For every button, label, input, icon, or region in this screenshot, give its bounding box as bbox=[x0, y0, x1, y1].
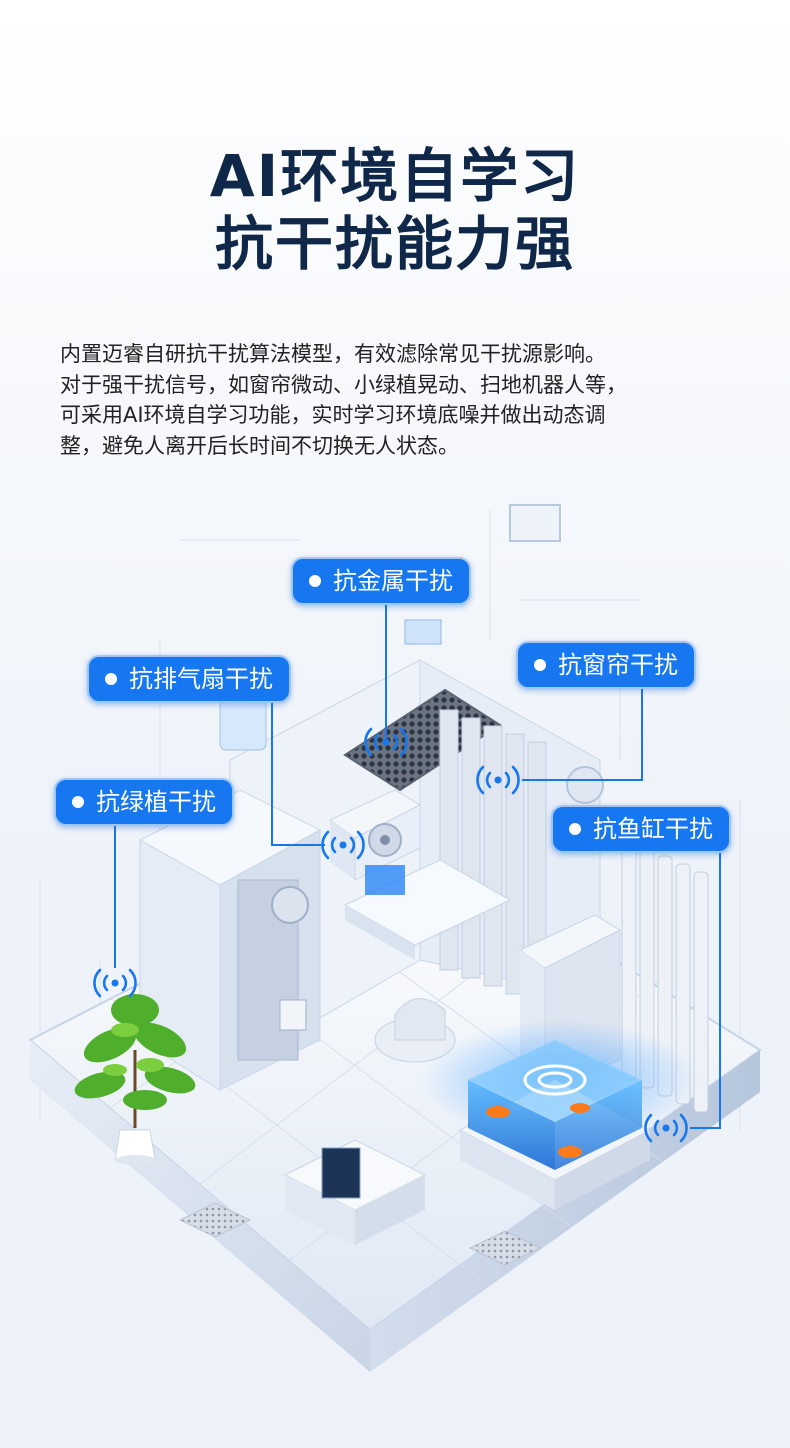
description: 内置迈睿自研抗干扰算法模型，有效滤除常见干扰源影响。 对于强干扰信号，如窗帘微动… bbox=[60, 339, 740, 461]
tag-label: 抗窗帘干扰 bbox=[558, 651, 678, 679]
headline-line-1: AI环境自学习 bbox=[209, 142, 581, 210]
room-illustration bbox=[28, 504, 762, 1372]
description-line-4: 整，避免人离开后长时间不切换无人状态。 bbox=[60, 433, 459, 458]
signal-wave-icon bbox=[364, 727, 408, 757]
tag-metal-interference: 抗金属干扰 bbox=[291, 557, 471, 605]
description-line-3: 可采用AI环境自学习功能，实时学习环境底噪并做出动态调 bbox=[60, 403, 606, 427]
tag-label: 抗排气扇干扰 bbox=[129, 665, 273, 693]
tag-curtain-interference: 抗窗帘干扰 bbox=[516, 641, 696, 689]
bullet-dot-icon bbox=[534, 659, 546, 671]
bullet-dot-icon bbox=[72, 796, 84, 808]
headline-line-2: 抗干扰能力强 bbox=[214, 210, 575, 278]
signal-wave-icon bbox=[476, 765, 520, 795]
tag-label: 抗金属干扰 bbox=[333, 567, 453, 595]
signal-wave-icon bbox=[321, 830, 365, 860]
bullet-dot-icon bbox=[309, 575, 321, 587]
tag-fan-interference: 抗排气扇干扰 bbox=[87, 655, 291, 703]
signal-wave-icon bbox=[644, 1113, 688, 1143]
description-line-2: 对于强干扰信号，如窗帘微动、小绿植晃动、扫地机器人等， bbox=[60, 372, 627, 397]
tag-plant-interference: 抗绿植干扰 bbox=[54, 778, 234, 826]
signal-wave-icon bbox=[93, 968, 137, 998]
bullet-dot-icon bbox=[569, 823, 581, 835]
tag-label: 抗绿植干扰 bbox=[96, 788, 216, 816]
tag-fishtank-interference: 抗鱼缸干扰 bbox=[551, 805, 731, 853]
description-line-1: 内置迈睿自研抗干扰算法模型，有效滤除常见干扰源影响。 bbox=[60, 342, 606, 366]
tag-label: 抗鱼缸干扰 bbox=[593, 815, 713, 843]
bullet-dot-icon bbox=[105, 673, 117, 685]
